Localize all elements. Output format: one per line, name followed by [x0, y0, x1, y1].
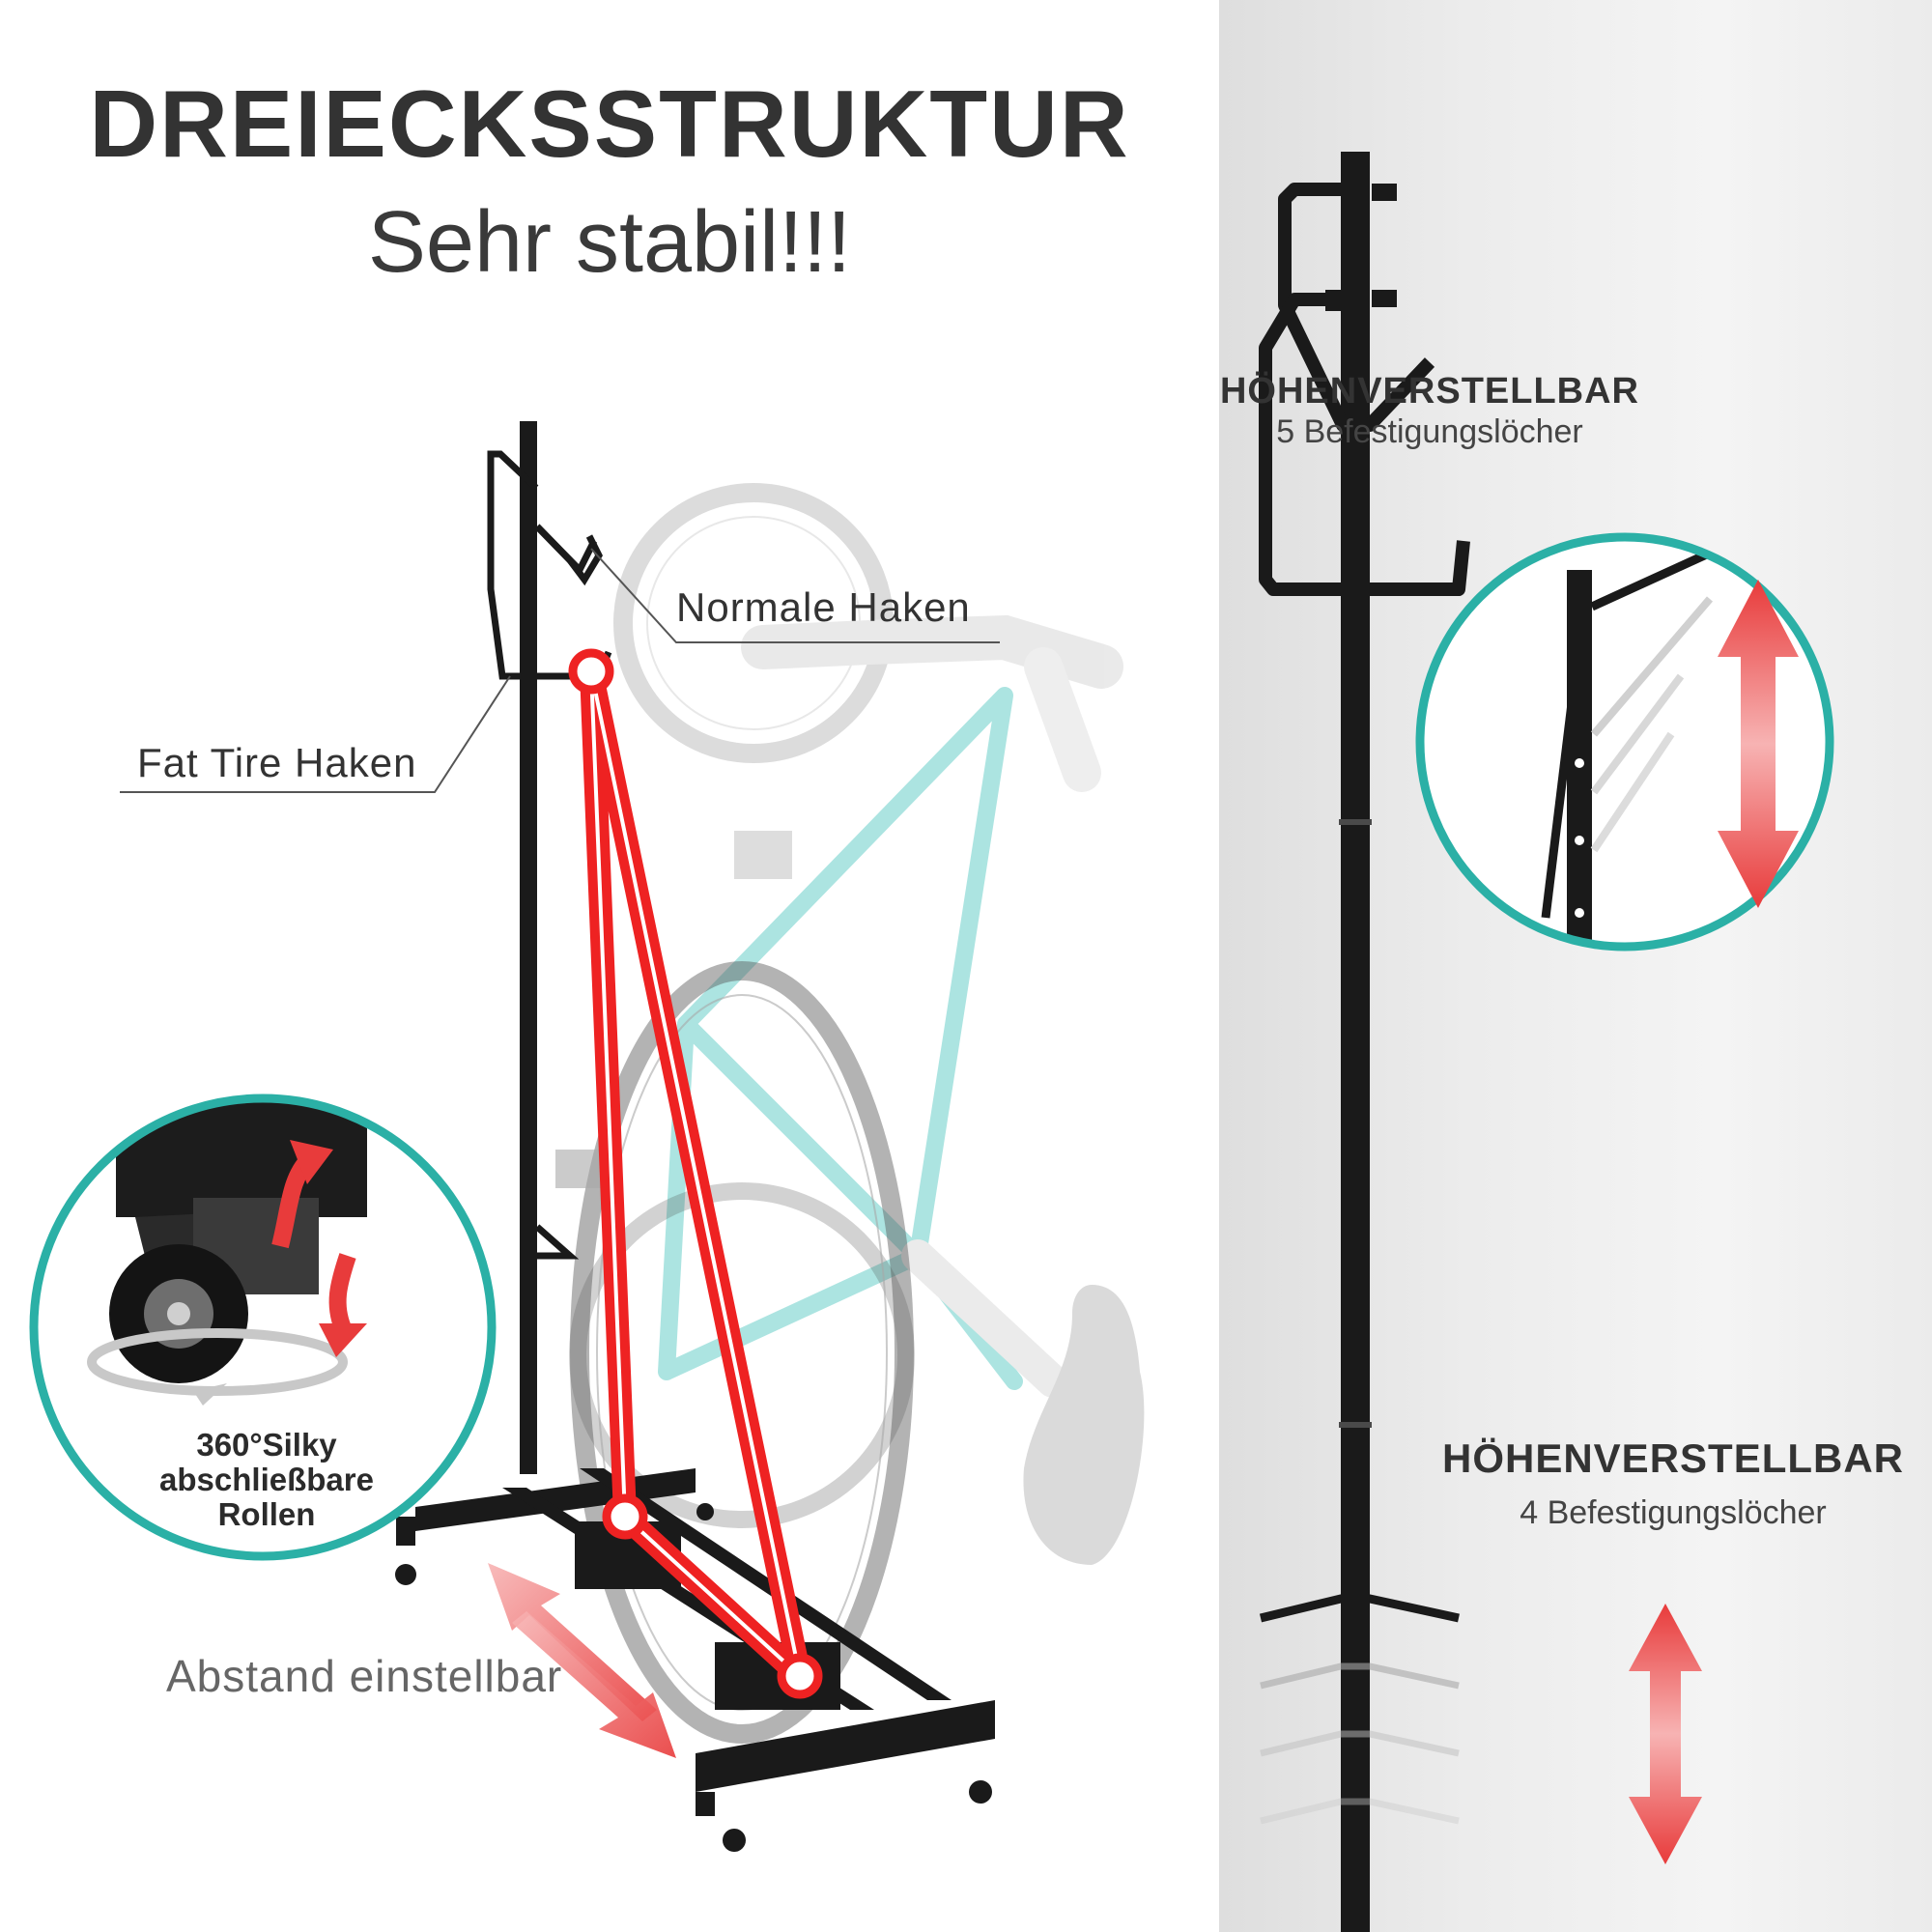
bicycle [555, 483, 1145, 1744]
fat-tire-hook-label: Fat Tire Haken [137, 740, 417, 785]
up-down-arrow-icon [1629, 1604, 1702, 1864]
up-down-arrow-icon [1718, 580, 1799, 908]
normal-hook-label: Normale Haken [676, 584, 971, 630]
wheel-label: 360°Silky abschließbare Rollen [159, 1427, 374, 1532]
height-adjust-title-1: HÖHENVERSTELLBAR [1219, 371, 1640, 412]
page-subtitle: Sehr stabil!!! [367, 194, 852, 291]
saddle [1023, 1285, 1145, 1565]
distance-label: Abstand einstellbar [166, 1651, 563, 1701]
wheel-zoom [29, 1094, 497, 1561]
pole-detail [1259, 152, 1470, 1932]
height-adjust-subtitle-2: 4 Befestigungslöcher [1520, 1494, 1827, 1531]
triangle-structure [568, 648, 823, 1699]
height-adjust-title-2: HÖHENVERSTELLBAR [1441, 1435, 1905, 1481]
height-adjust-subtitle-1: 5 Befestigungslöcher [1276, 413, 1583, 450]
right-panel [1219, 0, 1932, 1932]
page-title: DREIECKSSTRUKTUR [89, 71, 1130, 177]
bike-stand [395, 421, 995, 1852]
bike-frame [658, 687, 1023, 1390]
diagonal-double-arrow-icon [488, 1563, 676, 1758]
detail-pole [1341, 152, 1370, 1932]
lower-hook [1259, 1594, 1460, 1623]
lower-wheel [569, 1182, 915, 1528]
height-zoom [1415, 532, 1834, 952]
stand-base [396, 1468, 995, 1816]
casters [395, 1503, 992, 1852]
stand-pole [520, 421, 537, 1474]
callout-lines [120, 548, 1000, 793]
